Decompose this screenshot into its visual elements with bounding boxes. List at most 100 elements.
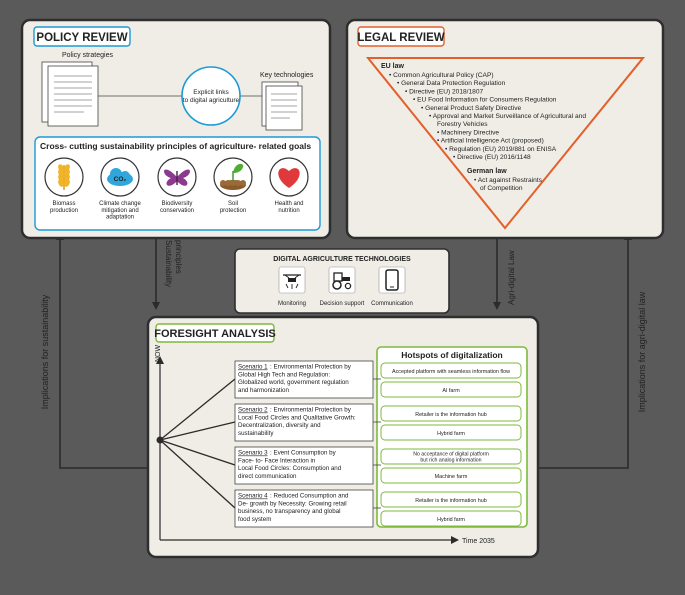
eu-law-item: • EU Food Information for Consumers Regu… — [413, 97, 557, 104]
now-label: NOW — [155, 345, 162, 363]
goal-label: production — [50, 208, 78, 214]
hotspot-item: No acceptance of digital platform — [413, 452, 489, 458]
scenario-text: Globalized world, government regulation — [238, 379, 349, 386]
eu-law-item: • General Data Protection Regulation — [397, 80, 506, 87]
scenario-text: : Event Consumption by — [270, 450, 337, 457]
origin-node — [156, 436, 164, 444]
scenario-text: : Environmental Protection by — [270, 364, 352, 371]
goal-label: Health and — [274, 201, 303, 207]
goal-label: Climate change — [99, 201, 141, 207]
foresight-panel: FORESIGHT ANALYSIS NOW Time 2035 Hotspot… — [146, 315, 540, 559]
scenario-text: : Environmental Protection by — [270, 407, 352, 414]
goal-label: Soil — [228, 201, 238, 207]
tractor-icon — [328, 266, 356, 294]
goal-label: Biodiversity — [162, 201, 193, 207]
hotspot-item: Machine farm — [435, 474, 468, 480]
tech-label: Monitoring — [278, 301, 306, 307]
time-label: Time 2035 — [462, 538, 495, 545]
legal-hierarchy-triangle — [365, 57, 646, 230]
goal-label: Biomass — [52, 201, 75, 207]
goal-label: conservation — [160, 208, 194, 214]
butterfly-icon — [157, 157, 197, 197]
eu-law-item: • General Product Safety Directive — [421, 105, 521, 112]
legal-title: LEGAL REVIEW — [357, 32, 444, 44]
scenario-1: Scenario 1: Environmental Protection byG… — [159, 360, 522, 441]
scenario-text: Local Food Circles: Consumption and — [238, 465, 342, 472]
hotspot-item: Retailer is the information hub — [415, 498, 487, 504]
german-law-item: of Competition — [480, 185, 523, 192]
policy-title: POLICY REVIEW — [36, 32, 127, 44]
goal-label: protection — [220, 208, 246, 214]
eu-law-item: • Directive (EU) 2016/1148 — [453, 154, 531, 161]
technology-documents-icon — [261, 81, 303, 131]
scenario-2: Scenario 2: Environmental Protection byL… — [159, 403, 522, 442]
eu-law-heading: EU law — [381, 63, 405, 70]
sustainability-principles-label-1: Sustainability — [164, 240, 173, 287]
scenario-name: Scenario 3 — [238, 450, 268, 457]
policy-documents-icon — [41, 61, 99, 127]
policy-strategies-label: Policy strategies — [62, 52, 113, 59]
eu-law-item: • Machinery Directive — [437, 129, 499, 136]
hotspot-item: Retailer is the information hub — [415, 412, 487, 418]
scenario-text: De- growth by Necessity: Growing retail — [238, 500, 347, 507]
drone-icon — [278, 266, 306, 294]
hotspot-item: Accepted platform with seamless informat… — [392, 369, 510, 375]
scenario-text: sustainability — [238, 430, 274, 437]
policy-review-panel: POLICY REVIEW Policy strategies Explicit… — [20, 18, 332, 240]
agri-digital-law-label: Agri-digital Law — [507, 250, 516, 305]
scenario-text: food system — [238, 516, 271, 523]
links-label-line-2: to digital agriculture — [183, 97, 240, 104]
wheat-icon — [44, 157, 84, 197]
co2-cloud-icon: CO₂ — [100, 157, 140, 197]
german-law-heading: German law — [467, 168, 507, 175]
scenario-text: Local Food Circles and Qualitative Growt… — [238, 414, 356, 421]
implications-sustainability-label: Implications for sustainability — [40, 294, 50, 409]
tech-items: Monitoring Decision support Communication — [278, 266, 413, 307]
scenario-text: : Reduced Consumption and — [270, 493, 349, 500]
implications-law-label: Implications for agri-digital law — [637, 291, 647, 412]
hotspot-item: Hybrid farm — [437, 517, 465, 523]
scenario-list: Scenario 1: Environmental Protection byG… — [159, 360, 522, 528]
scenario-text: Decentralization, diversity and — [238, 422, 321, 429]
eu-law-item: • Directive (EU) 2018/1807 — [405, 88, 484, 95]
key-technologies-label: Key technologies — [260, 72, 314, 79]
hotspots-title: Hotspots of digitalization — [401, 350, 503, 360]
flow-arrows — [152, 238, 501, 310]
foresight-title: FORESIGHT ANALYSIS — [154, 328, 275, 340]
scenario-text: Global High Tech and Regulation: — [238, 371, 330, 378]
sustainability-principles-label-2: principles — [174, 240, 183, 274]
scenario-text: Face- to- Face Interaction in — [238, 457, 316, 464]
goal-label: adaptation — [106, 215, 134, 221]
eu-law-list: • Common Agricultural Policy (CAP)• Gene… — [389, 72, 586, 161]
feedback-loops — [56, 232, 632, 469]
hotspot-item: AI farm — [442, 388, 460, 394]
digital-tech-panel: DIGITAL AGRICULTURE TECHNOLOGIES Monitor… — [234, 248, 450, 314]
legal-review-panel: LEGAL REVIEW EU law • Common Agricultura… — [345, 18, 665, 240]
tech-title: DIGITAL AGRICULTURE TECHNOLOGIES — [273, 256, 411, 263]
links-label-line-1: Explicit links — [193, 89, 229, 96]
scenario-name: Scenario 2 — [238, 407, 268, 414]
goals-title: Cross- cutting sustainability principles… — [40, 141, 311, 151]
goal-label: mitigation and — [101, 208, 138, 214]
scenario-name: Scenario 1 — [238, 364, 268, 371]
eu-law-item: • Common Agricultural Policy (CAP) — [389, 72, 494, 79]
svg-text:CO₂: CO₂ — [114, 176, 127, 183]
scenario-text: and harmonization — [238, 387, 289, 394]
german-law-item: • Act against Restraints — [474, 177, 543, 184]
goal-label: nutrition — [278, 208, 299, 214]
smartphone-icon — [378, 266, 406, 294]
eu-law-item: • Artificial Intelligence Act (proposed) — [437, 138, 544, 145]
scenario-name: Scenario 4 — [238, 493, 268, 500]
tech-label: Decision support — [320, 301, 365, 307]
eu-law-item: • Approval and Market Surveillance of Ag… — [429, 113, 586, 120]
eu-law-item: Forestry Vehicles — [437, 121, 488, 128]
soil-sprout-icon — [213, 157, 253, 197]
tech-label: Communication — [371, 301, 413, 307]
scenario-text: direct communication — [238, 473, 297, 480]
hotspot-item: Hybrid farm — [437, 431, 465, 437]
